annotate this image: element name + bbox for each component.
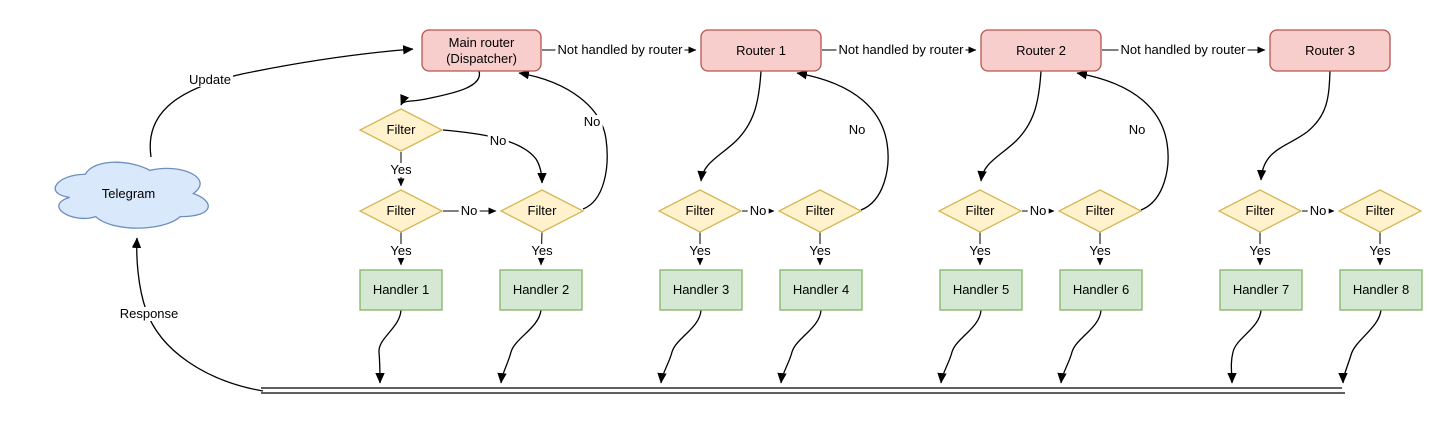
edge-handler-6-to-bus [1057,309,1102,384]
node-shape-filter-disp-right [499,189,585,233]
node-shape-telegram [54,161,209,229]
edge-update-arrow [149,45,414,158]
node-shape-filter-r2-right [1057,189,1143,233]
edge-handler-5-to-bus [937,309,982,384]
node-shape-filter-r1-right [777,189,863,233]
edge-dispatcher-to-filter [400,70,480,106]
edge-yes-to-handler-2 [537,231,545,266]
edge-response-arrow [131,237,264,392]
edge-router1-to-filter [697,70,762,182]
node-shape-handler-3 [659,269,743,311]
node-shape-handler-1 [359,269,443,311]
edge-handler-4-to-bus [777,309,822,384]
node-shape-handler-4 [779,269,863,311]
node-shape-handler-6 [1059,269,1143,311]
edge-filter-top-no-curve [442,129,547,184]
node-shape-filter-r2-left [937,189,1023,233]
node-shape-handler-8 [1339,269,1423,311]
node-shape-handler-2 [499,269,583,311]
edge-router2-return-no [1076,70,1169,211]
edge-handler-2-to-bus [497,309,542,384]
node-shape-router-1 [700,29,822,72]
edge-router2-to-filter [977,70,1042,182]
edge-disp-return-no [518,70,608,210]
node-shape-router-3 [1269,29,1391,72]
node-shape-handler-5 [939,269,1023,311]
node-shape-filter-disp-top [358,108,444,152]
edges-layer [131,45,1384,394]
edge-handler-7-to-bus [1227,309,1262,384]
node-shape-filter-disp-left [358,189,444,233]
node-shape-filter-r3-right [1337,189,1423,233]
node-shape-dispatcher [421,29,542,72]
edge-handler-1-to-bus [375,309,402,384]
node-shape-router-2 [980,29,1102,72]
edge-router3-to-filter [1256,70,1331,181]
node-shape-handler-7 [1219,269,1303,311]
node-shape-filter-r3-left [1217,189,1303,233]
node-shape-filter-r1-left [657,189,743,233]
edge-handler-3-to-bus [657,309,702,384]
shapes-layer [54,29,1423,311]
edge-router1-return-no [796,70,889,211]
edge-handler-8-to-bus [1338,309,1382,384]
